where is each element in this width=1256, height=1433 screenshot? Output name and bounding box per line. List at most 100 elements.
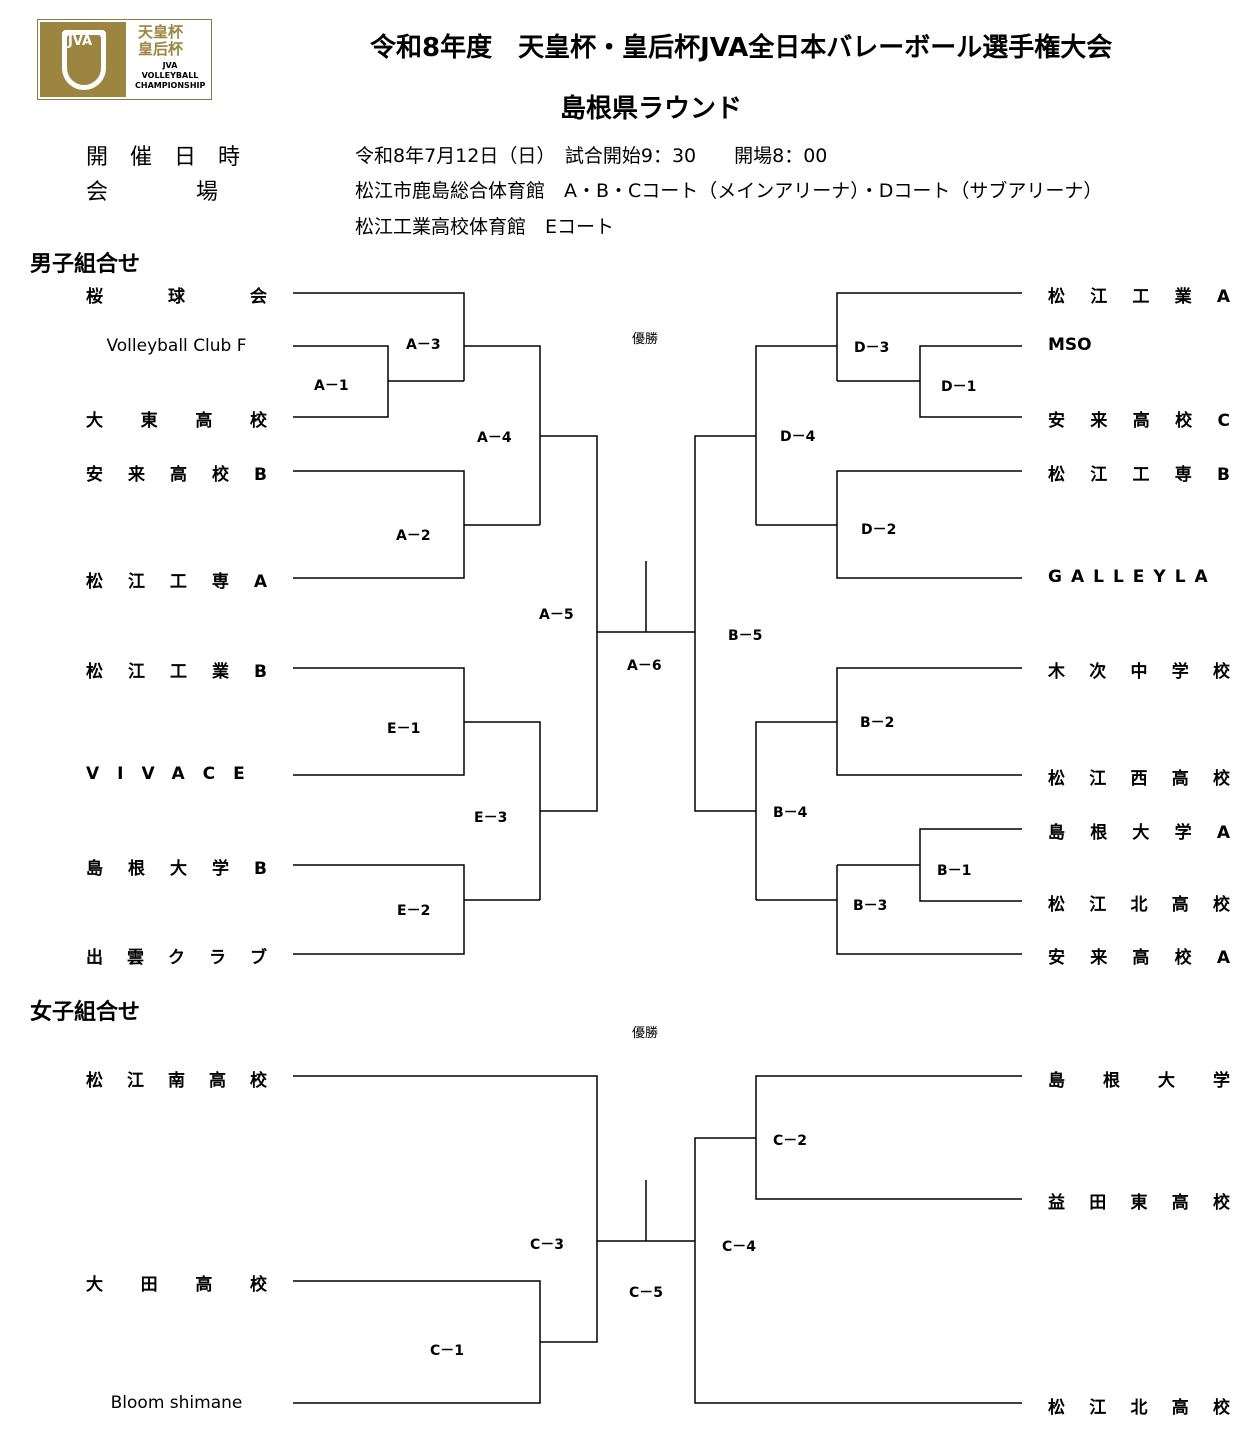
- match-label: A－2: [396, 528, 431, 544]
- match-label: A－1: [314, 378, 349, 394]
- line-team-r6: [836, 667, 1022, 722]
- line-team-r8: [919, 828, 1022, 865]
- men-right-team: 木次中学校: [1048, 662, 1230, 682]
- women-champion-label: 優勝: [632, 1026, 659, 1041]
- line-w-team-r2: [755, 1138, 1022, 1200]
- men-right-team: 松江西高校: [1048, 769, 1230, 789]
- line-w-team-l1: [293, 1075, 598, 1241]
- match-label: C－1: [430, 1343, 465, 1359]
- match-label: C－2: [773, 1133, 808, 1149]
- match-label: B－5: [728, 628, 763, 644]
- match-label: E－2: [397, 903, 431, 919]
- men-right-team: 安来高校A: [1048, 948, 1230, 968]
- line-w-team-r1: [755, 1075, 1022, 1138]
- women-left-team: 松江南高校: [86, 1071, 267, 1091]
- men-left-team: 桜球会: [86, 287, 267, 307]
- line-e1: [464, 721, 541, 900]
- match-label: A－3: [406, 337, 441, 353]
- women-right-team: 益田東高校: [1048, 1193, 1230, 1213]
- match-label: C－4: [722, 1239, 757, 1255]
- match-label: C－3: [530, 1237, 565, 1253]
- line-d4: [694, 435, 756, 632]
- venue-value-1: 松江市鹿島総合体育館 A・B・Cコート（メインアリーナ）・Dコート（サブアリーナ…: [355, 180, 1103, 202]
- line-team-l8: [293, 864, 465, 900]
- line-b4: [694, 632, 756, 812]
- men-left-team: Volleyball Club F: [106, 336, 247, 356]
- women-section-title: 女子組合せ: [30, 1000, 141, 1025]
- logo-subtitle: JVA VOLLEYBALL CHAMPIONSHIP: [135, 61, 206, 90]
- men-right-team: 松江北高校: [1048, 895, 1230, 915]
- line-team-r1: [836, 292, 1022, 381]
- men-left-team: 島根大学B: [86, 859, 267, 879]
- line-team-l6: [293, 667, 465, 722]
- line-team-r7: [836, 722, 1022, 776]
- venue-label: 会 場: [86, 180, 219, 205]
- match-label: E－1: [387, 721, 421, 737]
- line-team-l1: [293, 292, 465, 381]
- match-label: E－3: [474, 810, 508, 826]
- men-left-team: 松江工業B: [86, 662, 267, 682]
- match-label: D－2: [861, 522, 897, 538]
- line-team-l7: [293, 722, 465, 776]
- venue-value-2: 松江工業高校体育館 Eコート: [355, 216, 615, 238]
- date-value: 令和8年7月12日（日） 試合開始9：30 開場8：00: [355, 145, 828, 167]
- men-champion-label: 優勝: [632, 332, 659, 347]
- line-a4: [540, 435, 598, 632]
- line-team-r2: [919, 345, 1022, 381]
- date-label: 開 催 日 時: [86, 145, 241, 170]
- match-label: B－1: [937, 863, 972, 879]
- men-right-team: MSO: [1048, 335, 1092, 355]
- men-left-team: 松江工専A: [86, 572, 267, 592]
- men-section-title: 男子組合せ: [30, 252, 141, 277]
- men-right-team: 松江工業A: [1048, 287, 1230, 307]
- match-label: D－3: [854, 340, 890, 356]
- line-c2: [694, 1137, 756, 1241]
- line-w-team-l2: [293, 1280, 541, 1342]
- line-team-r10: [836, 865, 1022, 955]
- men-right-team: GALLEYLA: [1048, 567, 1217, 587]
- line-team-r4: [836, 470, 1022, 525]
- men-left-team: 出雲クラブ: [86, 948, 267, 968]
- line-team-l5: [293, 525, 465, 579]
- line-w-team-l3: [293, 1342, 541, 1404]
- line-team-r9: [919, 865, 1022, 902]
- line-team-l4: [293, 470, 465, 525]
- logo-title: 天皇杯 皇后杯: [138, 23, 184, 58]
- logo-mark: JVA: [68, 34, 93, 49]
- match-label: A－5: [539, 607, 574, 623]
- jva-championship-logo: JVA 天皇杯 皇后杯 JVA VOLLEYBALL CHAMPIONSHIP: [37, 19, 212, 100]
- line-d3: [755, 345, 837, 525]
- match-label: D－1: [941, 379, 977, 395]
- match-label: A－6: [627, 658, 662, 674]
- match-label: B－4: [773, 805, 808, 821]
- line-team-r3: [919, 381, 1022, 418]
- line-team-l9: [293, 900, 465, 955]
- men-left-team: 安来高校B: [86, 465, 267, 485]
- line-team-r5: [836, 525, 1022, 579]
- match-label: C－5: [629, 1285, 664, 1301]
- match-label: B－2: [860, 715, 895, 731]
- match-label: D－4: [780, 429, 816, 445]
- line-c1: [540, 1241, 598, 1343]
- line-w-team-r3: [694, 1241, 1022, 1404]
- match-label: B－3: [853, 898, 888, 914]
- men-left-team: VIVACE: [86, 764, 263, 784]
- match-label: A－4: [477, 430, 512, 446]
- line-team-l3: [293, 381, 389, 418]
- page-title: 令和8年度 天皇杯・皇后杯JVA全日本バレーボール選手権大会: [370, 33, 1113, 63]
- women-right-team: 島根大学: [1048, 1071, 1230, 1091]
- line-team-l2: [293, 345, 389, 381]
- logo-shield-icon: [62, 30, 106, 90]
- line-a3: [464, 345, 541, 525]
- men-left-team: 大東高校: [86, 411, 267, 431]
- men-right-team: 松江工専B: [1048, 465, 1230, 485]
- line-e3: [540, 632, 598, 812]
- men-right-team: 島根大学A: [1048, 823, 1230, 843]
- women-left-team: Bloom shimane: [110, 1393, 243, 1413]
- women-left-team: 大田高校: [86, 1275, 267, 1295]
- logo-emblem: JVA: [40, 22, 126, 97]
- page-subtitle: 島根県ラウンド: [560, 94, 743, 124]
- men-right-team: 安来高校C: [1048, 411, 1230, 431]
